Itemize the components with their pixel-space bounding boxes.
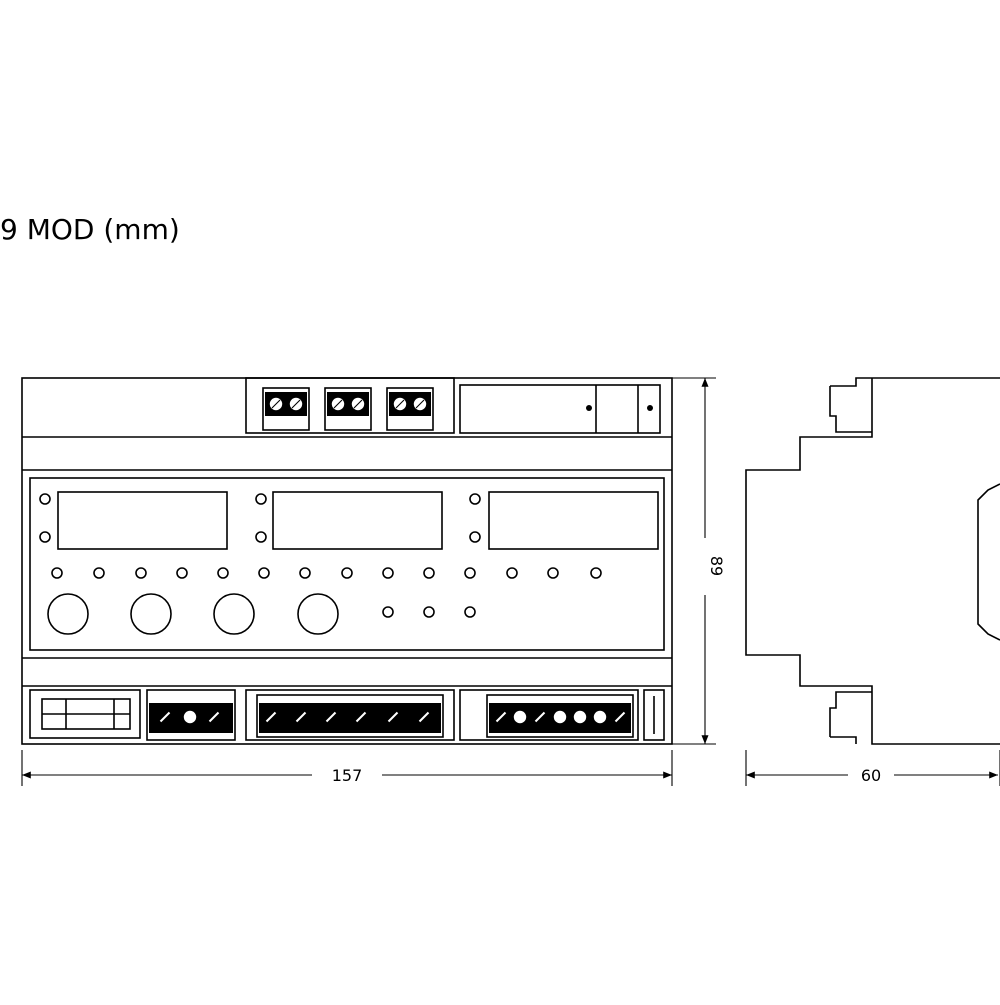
push-buttons [47, 593, 339, 635]
display-window-3 [488, 491, 659, 550]
side-view [745, 377, 1000, 745]
front-panel [29, 477, 665, 651]
lower-leds [382, 606, 476, 618]
depth-label: 60 [861, 766, 881, 785]
display-leds [39, 493, 481, 543]
display-window-2 [272, 491, 443, 550]
side-profile [745, 377, 1000, 745]
bottom-terminals [29, 689, 665, 741]
display-window-1 [57, 491, 228, 550]
height-label: 89 [707, 556, 726, 576]
led-row [51, 567, 602, 579]
top-terminal-blocks [245, 377, 455, 434]
front-view [21, 377, 673, 745]
width-label: 157 [332, 766, 363, 785]
dimension-lines [21, 377, 1000, 786]
drawing-title: 9 MOD (mm) [0, 213, 180, 246]
